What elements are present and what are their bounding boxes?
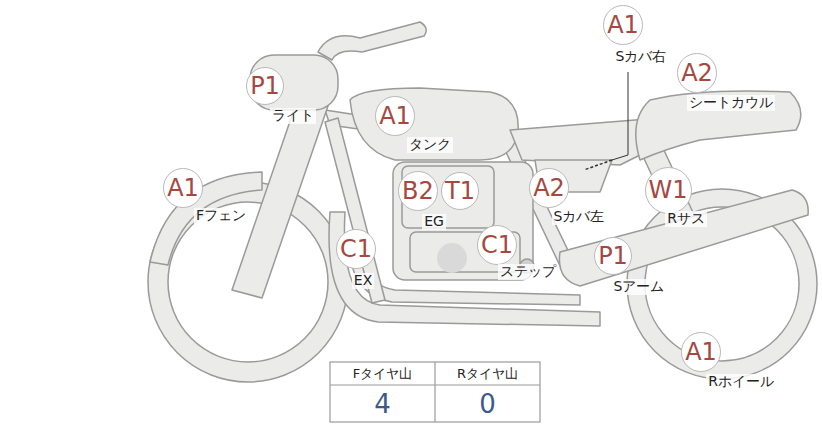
part-name: Sアーム <box>612 279 667 294</box>
callout-code: A1 <box>379 104 411 128</box>
callout-code: A2 <box>681 61 713 85</box>
part-name: Rサス <box>665 211 707 226</box>
callout-code: W1 <box>649 178 688 202</box>
part-name: Rホイール <box>706 374 776 389</box>
callout-code: P1 <box>598 244 628 268</box>
callout-code: B2 <box>402 179 434 203</box>
part-name: ライト <box>270 108 316 123</box>
callout-circle: A2シートカウル <box>677 53 717 93</box>
callout-circle: P1ライト <box>246 67 284 105</box>
table-value: 0 <box>479 389 496 419</box>
callout-code: C1 <box>481 233 513 257</box>
callout-circle: A1Rホイール <box>681 332 721 372</box>
callout-circle: A1Sカバ右 <box>603 5 643 45</box>
callout-code: T1 <box>445 179 475 203</box>
table-header: Rタイヤ山 <box>457 365 518 383</box>
part-name: Sカバ右 <box>614 49 669 64</box>
part-name: EG <box>422 214 446 229</box>
table-header: Fタイヤ山 <box>353 365 412 383</box>
callout-code: C1 <box>340 237 372 261</box>
callout-circle: W1Rサス <box>645 167 692 214</box>
callout-circle: P1Sアーム <box>594 237 632 275</box>
callout-circle: B2EG <box>398 171 438 211</box>
callout-code: P1 <box>250 74 280 98</box>
callout-circle: C1ステップ <box>477 225 517 265</box>
part-name: EX <box>352 273 374 288</box>
callout-circle: A2Sカバ左 <box>529 168 569 208</box>
callout-circle: C1EX <box>336 229 376 269</box>
part-name: シートカウル <box>687 95 775 110</box>
part-name: Sカバ左 <box>552 209 607 224</box>
callout-circle: A1Fフェン <box>163 168 203 208</box>
part-name: ステップ <box>498 264 558 279</box>
callout-code: A1 <box>685 340 717 364</box>
part-name: Fフェン <box>194 208 248 223</box>
callout-circle: A1タンク <box>375 96 415 136</box>
part-name: タンク <box>407 137 453 152</box>
callout-code: A1 <box>607 13 639 37</box>
table-value: 4 <box>374 389 391 419</box>
callout-code: A2 <box>533 176 565 200</box>
callout-circle: T1 <box>441 172 479 210</box>
callout-code: A1 <box>167 176 199 200</box>
